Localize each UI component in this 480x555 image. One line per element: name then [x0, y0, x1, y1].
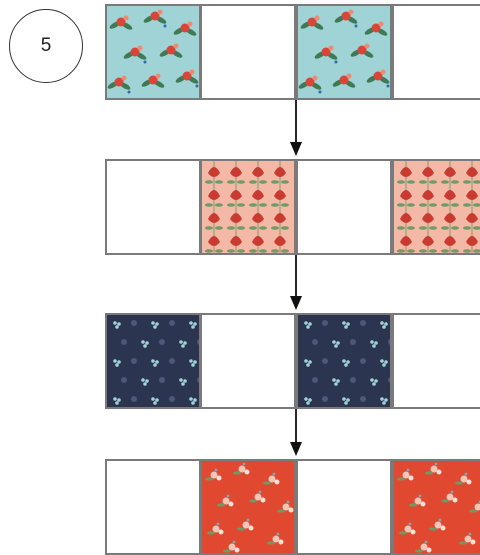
blank-square: [200, 313, 296, 409]
blank-square: [392, 4, 480, 100]
aqua-floral-fabric-square: [296, 4, 392, 100]
red-floral-fabric-square: [392, 459, 480, 555]
step-number-badge: 5: [9, 9, 83, 83]
pink-tulip-fabric-square: [392, 159, 480, 255]
blank-square: [296, 459, 392, 555]
down-arrow-icon: [289, 255, 303, 312]
fabric-row-1: [105, 4, 480, 100]
fabric-row-2: [105, 159, 480, 255]
down-arrow-icon: [289, 100, 303, 158]
step-number: 5: [41, 35, 52, 57]
aqua-floral-fabric-square: [105, 4, 201, 100]
red-floral-fabric-square: [200, 459, 296, 555]
blank-square: [105, 159, 201, 255]
fabric-row-4: [105, 459, 480, 555]
blank-square: [296, 159, 392, 255]
blank-square: [105, 459, 201, 555]
navy-dot-fabric-square: [296, 313, 392, 409]
down-arrow-icon: [289, 409, 303, 458]
pink-tulip-fabric-square: [200, 159, 296, 255]
blank-square: [392, 313, 480, 409]
fabric-row-3: [105, 313, 480, 409]
navy-dot-fabric-square: [105, 313, 201, 409]
blank-square: [200, 4, 296, 100]
